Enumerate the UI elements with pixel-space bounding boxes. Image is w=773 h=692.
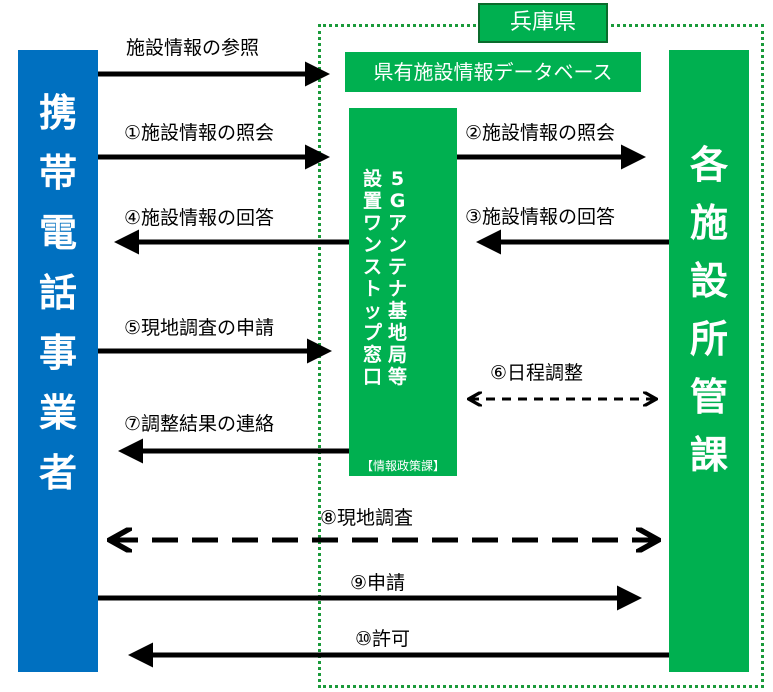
carrier-char: 帯	[38, 151, 77, 195]
facility-char: 各	[689, 143, 728, 187]
facility-char: 課	[689, 433, 728, 477]
label-step-9: ⑨申請	[350, 572, 406, 594]
carrier-char: 電	[38, 211, 77, 255]
carrier-label: 携 帯 電 話 事 業 者	[18, 94, 98, 492]
facility-char: 設	[689, 259, 728, 303]
carrier-char: 携	[38, 91, 77, 135]
label-step-4: ④施設情報の回答	[124, 207, 275, 229]
one-stop-window-box: 5 G ア ン テ ナ 基 地 局 等 設 置 ワ ン ス ト ッ プ 窓 口 …	[349, 108, 457, 476]
label-reference: 施設情報の参照	[126, 37, 260, 59]
carrier-box: 携 帯 電 話 事 業 者	[18, 50, 98, 672]
label-step-1: ①施設情報の照会	[124, 122, 275, 144]
window-column-1: 5 G ア ン テ ナ 基 地 局 等	[388, 168, 407, 388]
window-char: 設	[363, 168, 383, 190]
label-step-5: ⑤現地調査の申請	[124, 317, 275, 339]
label-step-6: ⑥日程調整	[490, 362, 584, 384]
window-char: ワ	[363, 212, 383, 234]
window-char: 窓	[363, 344, 383, 366]
label-step-10: ⑩許可	[355, 628, 411, 650]
facility-dept-box: 各 施 設 所 管 課	[669, 50, 749, 672]
facility-char: 所	[689, 317, 728, 361]
carrier-char: 事	[38, 331, 77, 375]
window-char: ン	[388, 234, 408, 256]
label-step-2: ②施設情報の照会	[465, 122, 616, 144]
window-char: ス	[363, 256, 383, 278]
window-char: 5	[390, 168, 405, 190]
window-column-2: 設 置 ワ ン ス ト ッ プ 窓 口	[363, 168, 382, 388]
window-char: 等	[388, 366, 408, 388]
window-char: 置	[363, 190, 383, 212]
window-char: ナ	[388, 278, 408, 300]
label-step-3: ③施設情報の回答	[465, 206, 616, 228]
facility-char: 管	[689, 375, 728, 419]
carrier-char: 業	[38, 391, 77, 435]
facility-char: 施	[689, 201, 728, 245]
window-char: 地	[388, 322, 408, 344]
department-label: 【情報政策課】	[360, 459, 445, 473]
facility-database: 県有施設情報データベース	[345, 52, 641, 92]
window-char: プ	[363, 322, 383, 344]
window-char: ア	[388, 212, 408, 234]
facility-label: 各 施 設 所 管 課	[669, 146, 749, 474]
window-char: 基	[388, 300, 408, 322]
one-stop-window-label: 5 G ア ン テ ナ 基 地 局 等 設 置 ワ ン ス ト ッ プ 窓 口	[363, 168, 407, 388]
window-char: ト	[363, 278, 383, 300]
carrier-char: 者	[38, 451, 77, 495]
prefecture-label: 兵庫県	[478, 3, 608, 43]
carrier-char: 話	[38, 271, 77, 315]
window-char: ッ	[363, 300, 383, 322]
window-char: G	[389, 190, 406, 212]
label-step-7: ⑦調整結果の連絡	[124, 413, 275, 435]
window-char: ン	[363, 234, 383, 256]
window-char: テ	[388, 256, 408, 278]
label-step-8: ⑧現地調査	[320, 507, 414, 529]
window-char: 口	[363, 366, 383, 388]
window-char: 局	[388, 344, 408, 366]
